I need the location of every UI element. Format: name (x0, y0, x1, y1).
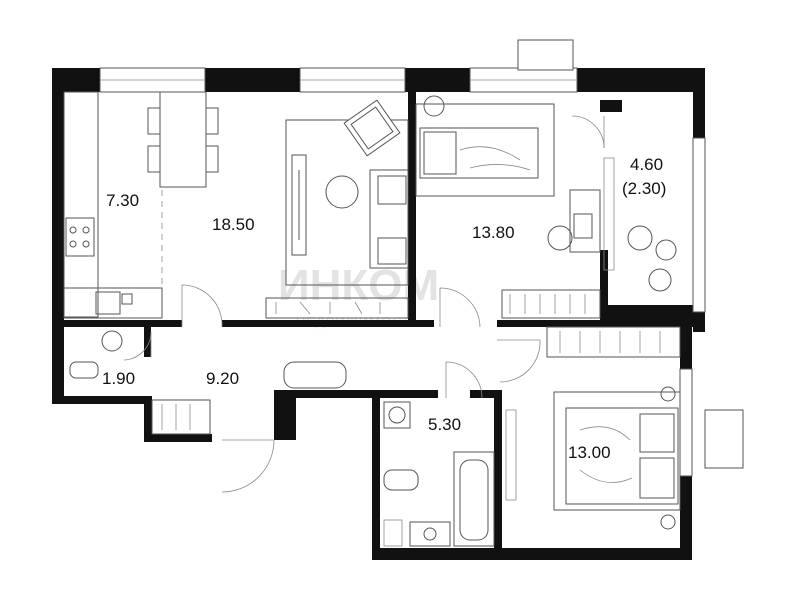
toilet-icon (69, 361, 99, 379)
bathroom-toilet-icon (383, 469, 419, 491)
bedroom-2-furniture (505, 326, 681, 530)
door-bathroom (445, 361, 483, 399)
room-area-bedroom-1: 13.80 (472, 223, 515, 242)
room-area-balcony-note: (2.30) (622, 179, 666, 198)
bookshelf (265, 297, 409, 319)
window-bedroom-2 (679, 368, 693, 477)
room-area-balcony: 4.60 (630, 155, 663, 174)
door-balcony (571, 115, 605, 149)
kitchen-furniture (63, 91, 219, 319)
door-toilet (123, 331, 152, 361)
window-balcony (692, 137, 706, 313)
sink-icon (95, 291, 121, 315)
balcony-furniture (603, 157, 677, 292)
bench-icon (283, 361, 347, 389)
room-area-living: 18.50 (212, 215, 255, 234)
dining-table (159, 91, 207, 188)
balcony-chair-2-icon (648, 268, 672, 292)
balcony-table-icon (655, 239, 677, 261)
kitchen-counter (63, 91, 99, 318)
window-ac-unit (517, 39, 574, 71)
balcony-chair-icon (627, 225, 653, 251)
desk-chair-icon (547, 225, 573, 251)
windows (99, 39, 744, 477)
walls (52, 68, 705, 560)
room-area-kitchen: 7.30 (106, 191, 139, 210)
hall-wardrobe (151, 399, 211, 435)
door-bedroom-1 (439, 287, 481, 328)
bedroom-1-furniture (415, 95, 605, 328)
washbasin-icon (101, 330, 123, 352)
washing-machine-icon (383, 401, 411, 429)
tv-unit (291, 154, 307, 256)
lamp-2-icon (660, 514, 676, 530)
bedroom-1-rug (415, 103, 555, 197)
room-area-bedroom-2: 13.00 (568, 443, 611, 462)
bathroom-sink-icon (409, 521, 451, 547)
wardrobe (501, 289, 601, 319)
bed-icon (419, 127, 539, 179)
living-furniture (181, 99, 409, 328)
double-bed-icon (565, 407, 679, 505)
bedside-lamp-icon (423, 95, 445, 117)
room-labels: 7.30 18.50 13.80 4.60 (2.30) 1.90 9.20 5… (102, 155, 666, 462)
desk (569, 189, 601, 253)
lamp-icon (660, 386, 676, 402)
sofa-icon (369, 169, 409, 269)
bathtub-icon (453, 451, 495, 547)
door-living (181, 284, 223, 328)
room-area-toilet: 1.90 (102, 369, 135, 388)
toilet-furniture (69, 330, 152, 379)
armchair-icon (343, 99, 401, 157)
hallway-furniture (151, 339, 541, 493)
coffee-table (325, 175, 359, 209)
room-area-bathroom: 5.30 (428, 415, 461, 434)
stove-icon (65, 217, 95, 257)
bedroom-2-wardrobe (546, 326, 681, 358)
monitor-icon (573, 213, 593, 239)
kitchen-counter-bottom (63, 287, 163, 319)
bedroom-2-rug (553, 391, 681, 511)
bathroom-furniture (383, 401, 495, 547)
entrance-door (221, 439, 275, 493)
room-area-hallway: 9.20 (206, 369, 239, 388)
window-ac-unit-2 (704, 409, 744, 469)
door-bedroom-2 (497, 339, 541, 383)
